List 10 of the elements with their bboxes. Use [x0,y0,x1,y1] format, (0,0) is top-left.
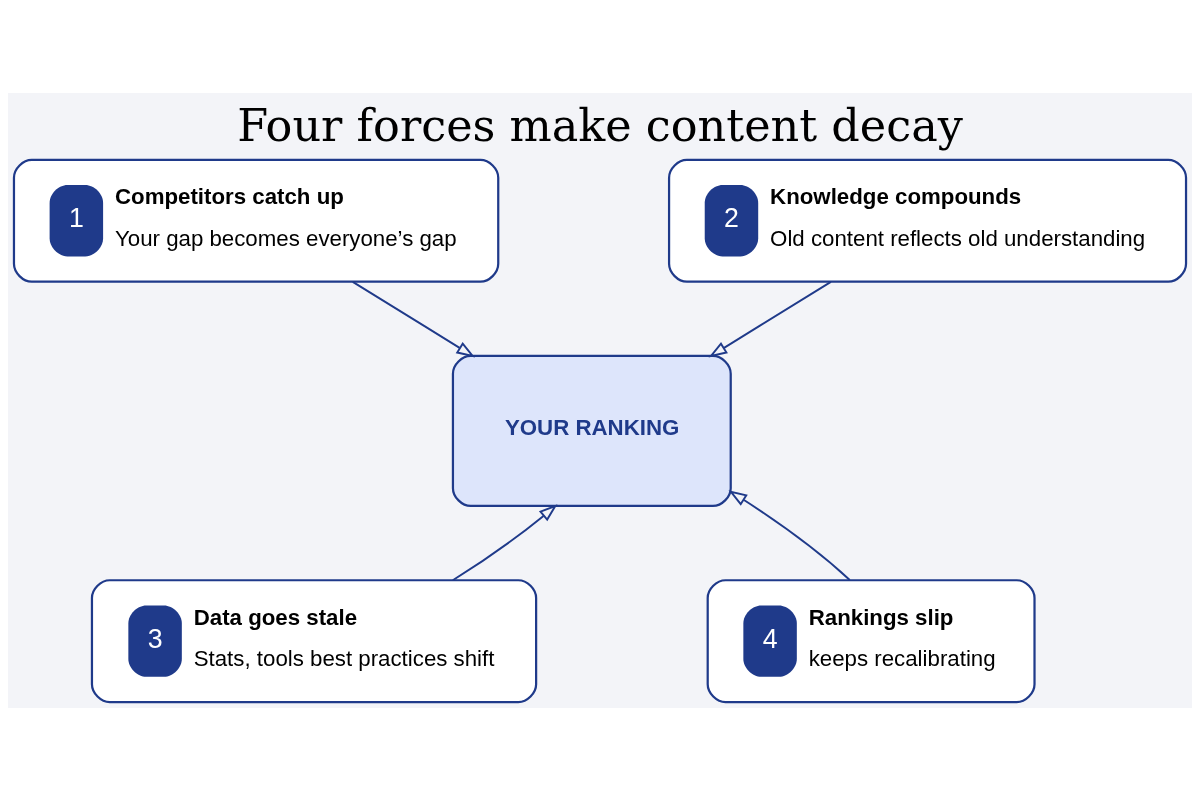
diagram-title: Four forces make content decay [237,99,963,152]
node-box: 1 Competitors catch up Your gap becomes everyone’s gap [12,158,500,283]
arrow [708,280,832,357]
node-box: 3 Data goes stale Stats, tools best practices shift [90,578,538,703]
arrow [351,280,476,357]
arrow [728,489,851,581]
arrow [451,503,558,581]
node-box: YOUR RANKING [451,354,732,507]
node-box: 2 Knowledge compounds Old content reflects old understanding [667,158,1188,283]
node-box: 4 Rankings slip keeps recalibrating [706,578,1036,703]
